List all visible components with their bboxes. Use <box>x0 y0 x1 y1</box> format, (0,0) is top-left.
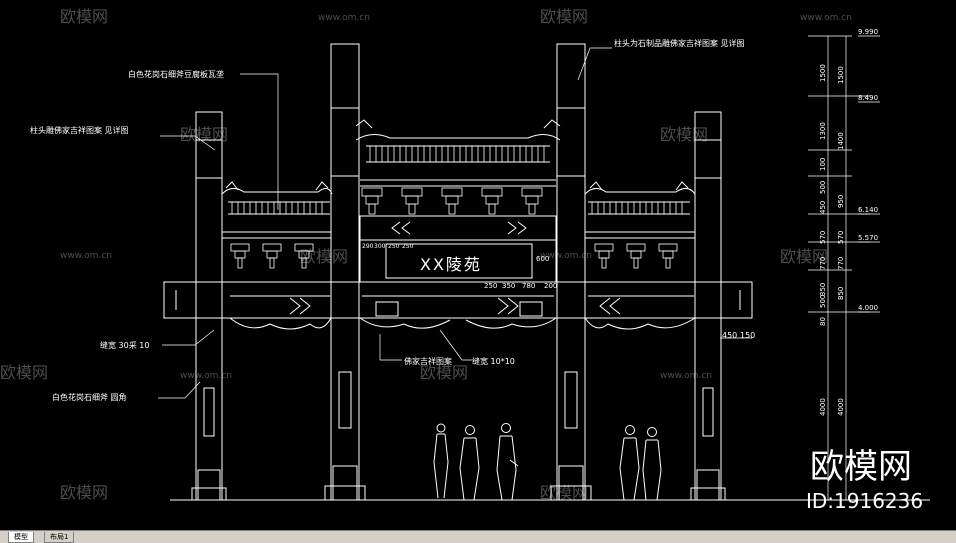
watermark-url: www.om.cn <box>60 251 112 261</box>
watermark-url: www.om.cn <box>660 371 712 381</box>
elevation-0: 9.990 <box>858 28 878 36</box>
watermark-brand: 欧模网 <box>660 125 708 144</box>
dim-left-value: 500 <box>819 181 827 194</box>
central-brackets <box>361 187 543 215</box>
side-roof-tiles <box>231 202 683 214</box>
note-gap: 缝宽 30采 10 <box>100 340 149 350</box>
dim-right-value: 850 <box>837 287 845 300</box>
plaque-text: XX陵苑 <box>420 255 482 274</box>
watermark-brand: 欧模网 <box>0 363 48 382</box>
dim-top-1: 300 <box>374 243 386 250</box>
tab-layout1[interactable]: 布局1 <box>44 532 75 543</box>
note-left-upper: 柱头雕佛家吉祥图案 见详图 <box>30 125 129 135</box>
dim-bottom-3: 200 <box>544 282 557 290</box>
center-brace-right <box>465 317 557 329</box>
right-brace <box>584 317 696 330</box>
dim-top-3: 250 <box>402 243 414 250</box>
side-brackets <box>230 243 678 269</box>
post-outer-left <box>191 111 227 501</box>
elevation-3: 5.570 <box>858 234 878 242</box>
dim-right-value: 4000 <box>837 398 845 416</box>
note-pattern: 佛家吉祥图案 <box>404 356 452 366</box>
note-top-right: 柱头为石制品雕佛家吉祥图案 见详图 <box>614 38 745 48</box>
dim-top-0: 290 <box>362 243 374 250</box>
tab-model[interactable]: 模型 <box>8 532 34 543</box>
central-plaque-beam <box>359 215 557 283</box>
watermark-brand: 欧模网 <box>180 125 228 144</box>
main-beam <box>163 281 753 319</box>
dim-bottom-0: 250 <box>484 282 497 290</box>
central-roof-tiles <box>369 146 545 162</box>
left-brace <box>229 317 332 330</box>
watermark-url: www.om.cn <box>800 13 852 23</box>
right-frieze <box>584 237 696 283</box>
watermark-brand: 欧模网 <box>780 247 828 266</box>
layout-tab-bar: 模型 布局1 <box>0 530 956 543</box>
dim-right-value: 1500 <box>837 66 845 84</box>
figure-4 <box>619 425 640 501</box>
elevation-1: 8.490 <box>858 94 878 102</box>
left-frieze <box>221 237 332 283</box>
paifang-elevation <box>158 35 930 501</box>
dimension-values-right: 1500 1400 950 570 770 850 4000 <box>837 66 845 416</box>
dim-right-value: 950 <box>837 195 845 208</box>
watermark-brand: 欧模网 <box>420 363 468 382</box>
brand-logo: 欧模网 ID:1916236 <box>806 447 923 513</box>
dim-right-value: 570 <box>837 231 845 244</box>
knot-pattern-left <box>375 301 399 317</box>
dim-left-value: 100 <box>819 158 827 171</box>
center-brace-left <box>359 317 451 329</box>
watermark-url: www.om.cn <box>540 251 592 261</box>
dim-top-2: 250 <box>388 243 400 250</box>
dim-left-value: 500 <box>819 295 827 308</box>
dim-lower-right-1: 150 <box>740 331 755 340</box>
central-roof <box>355 119 561 187</box>
dim-left-value: 4000 <box>819 398 827 416</box>
figure-3 <box>496 423 519 501</box>
dim-bottom-2: 780 <box>522 282 535 290</box>
watermark-brand: 欧模网 <box>540 7 588 26</box>
scale-figures <box>433 423 662 501</box>
left-side-roof <box>221 181 333 239</box>
annotation-text: 白色花岗石细斧豆腐板瓦垄 柱头雕佛家吉祥图案 见详图 柱头为石制品雕佛家吉祥图案… <box>30 28 878 402</box>
dim-left-value: 350 <box>819 283 827 296</box>
brand-logo-text: 欧模网 <box>810 447 912 487</box>
dim-left-value: 80 <box>819 317 827 326</box>
dim-bottom-1: 350 <box>502 282 515 290</box>
leader-lines <box>158 47 752 399</box>
brand-id: ID:1916236 <box>806 489 923 513</box>
elevation-4: 4.000 <box>858 304 878 312</box>
figure-5 <box>642 427 662 501</box>
dim-left-value: 770 <box>819 257 827 270</box>
watermark-brand: 欧模网 <box>300 247 348 266</box>
dim-left-value: 1300 <box>819 122 827 140</box>
figure-1 <box>433 423 449 499</box>
note-base: 白色花岗石细斧 圆角 <box>52 392 127 402</box>
elevation-2: 6.140 <box>858 206 878 214</box>
knot-pattern-right <box>519 301 543 317</box>
watermark-brand: 欧模网 <box>60 7 108 26</box>
dim-right-value: 770 <box>837 257 845 270</box>
note-top-left: 白色花岗石细斧豆腐板瓦垄 <box>128 69 224 79</box>
watermark-brand: 欧模网 <box>60 483 108 502</box>
dim-right: 600 <box>536 255 549 263</box>
dim-right-value: 1400 <box>837 132 845 150</box>
watermark-url: www.om.cn <box>180 371 232 381</box>
dim-left-value: 570 <box>819 231 827 244</box>
watermark-url: www.om.cn <box>318 13 370 23</box>
dim-left-value: 1500 <box>819 64 827 82</box>
figure-2 <box>459 425 480 501</box>
dim-lower-right-0: 450 <box>722 331 737 340</box>
dim-left-value: 450 <box>819 201 827 214</box>
post-outer-right <box>690 111 726 501</box>
dimension-chain <box>808 35 880 501</box>
watermark-brand: 欧模网 <box>540 483 588 502</box>
note-seam: 缝宽 10*10 <box>472 356 515 366</box>
